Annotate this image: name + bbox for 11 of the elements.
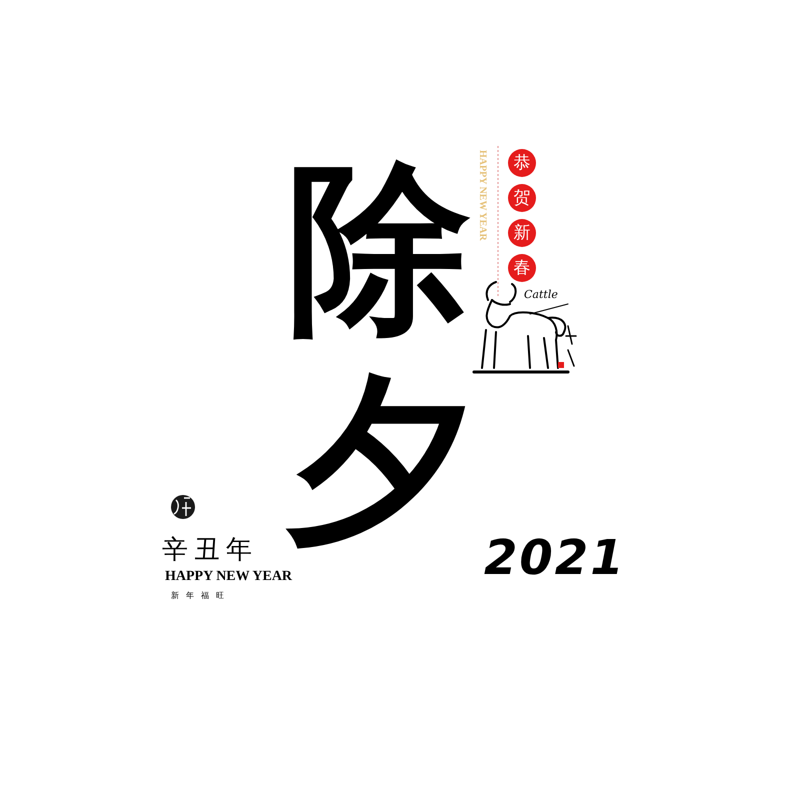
script-word: Cattle [524, 288, 558, 301]
vertical-greeting: HAPPY NEW YEAR [476, 150, 488, 241]
zodiac-year: 辛丑年 [162, 534, 258, 566]
calligraphy-title: 除夕 [286, 142, 472, 566]
seal-circle: 新 [508, 219, 536, 247]
seal-circle: 春 [508, 254, 536, 282]
year-text: 2021 [484, 530, 626, 586]
blessing-text: 新年福旺 [171, 591, 231, 601]
seal-circle: 贺 [508, 184, 536, 212]
seal-circle: 恭 [508, 149, 536, 177]
greeting-text: HAPPY NEW YEAR [165, 569, 292, 585]
